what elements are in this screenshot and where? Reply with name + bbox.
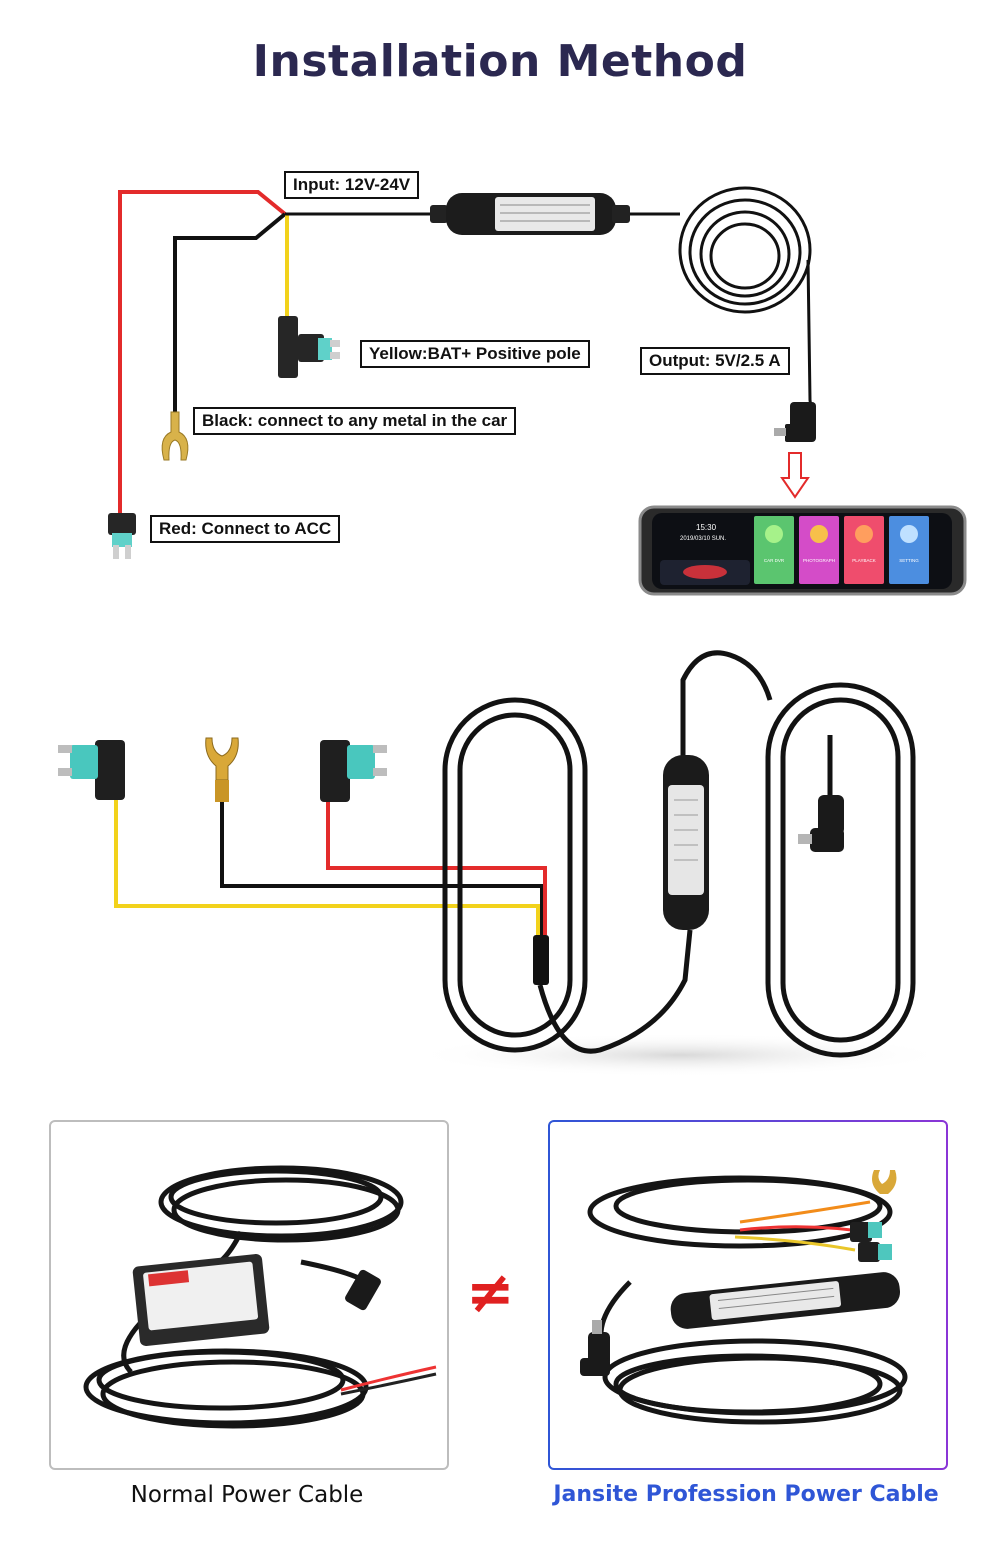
arrow-down-icon bbox=[780, 452, 810, 499]
mini-usb-plug bbox=[798, 795, 844, 852]
normal-cable-caption: Normal Power Cable bbox=[130, 1482, 364, 1508]
fuse-tap-right bbox=[320, 740, 387, 802]
jansite-cable-caption: Jansite Profession Power Cable bbox=[553, 1482, 939, 1507]
tile-playback: PLAYBACK bbox=[852, 558, 875, 563]
not-equal-symbol: ≠ bbox=[466, 1258, 515, 1326]
converter-module bbox=[663, 755, 709, 930]
label-input: Input: 12V-24V bbox=[284, 171, 420, 199]
converter-box bbox=[430, 193, 630, 235]
lead-red bbox=[326, 800, 547, 935]
normal-cable-card bbox=[49, 1120, 449, 1470]
tile-setting: SETTING bbox=[899, 558, 919, 563]
label-red: Red: Connect to ACC bbox=[150, 515, 341, 543]
tile-car-dvr: CAR DVR bbox=[764, 558, 785, 563]
label-output: Output: 5V/2.5 A bbox=[640, 347, 790, 375]
red-wire bbox=[118, 190, 287, 515]
fuse-tap-yellow bbox=[278, 316, 340, 378]
jansite-cable-card bbox=[548, 1120, 948, 1470]
page-title: Installation Method bbox=[252, 36, 748, 87]
normal-cable-photo bbox=[83, 1165, 437, 1429]
black-wire bbox=[173, 212, 287, 412]
fork-terminal bbox=[161, 411, 189, 461]
cable-loops bbox=[442, 650, 916, 1058]
screen-date: 2019/03/10 SUN. bbox=[680, 536, 726, 542]
jansite-converter bbox=[670, 1272, 901, 1329]
wiring-diagram: 15:30 2019/03/10 SUN. CAR DVR PHOTOGRAPH… bbox=[108, 186, 967, 596]
coiled-cable bbox=[678, 186, 812, 421]
fuse-tap-left bbox=[58, 740, 125, 800]
tile-photograph: PHOTOGRAPH bbox=[803, 558, 835, 563]
lead-black bbox=[220, 800, 544, 935]
fuse-tap-red bbox=[108, 513, 136, 559]
screen-time: 15:30 bbox=[696, 523, 717, 532]
label-yellow: Yellow:BAT+ Positive pole bbox=[360, 340, 590, 368]
normal-converter-box bbox=[132, 1254, 270, 1346]
usb-plug bbox=[774, 402, 816, 442]
mirror-dashcam bbox=[638, 505, 967, 596]
lead-yellow bbox=[114, 800, 540, 935]
label-black: Black: connect to any metal in the car bbox=[193, 407, 517, 435]
jansite-cable-photo bbox=[580, 1170, 908, 1425]
fork-terminal-photo bbox=[205, 737, 239, 802]
